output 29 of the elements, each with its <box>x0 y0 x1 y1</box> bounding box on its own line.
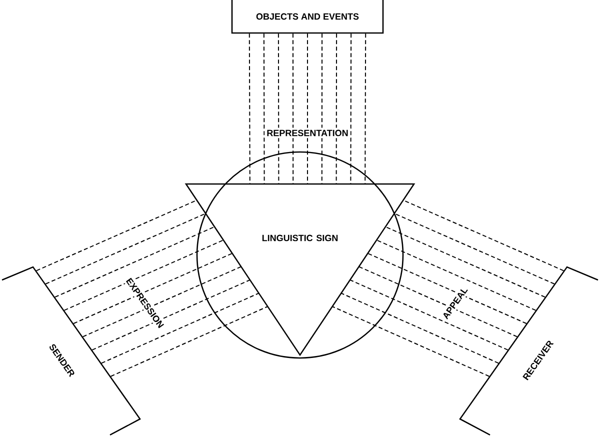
dashed-line <box>336 33 338 184</box>
dashed-line <box>92 279 250 350</box>
dashed-line <box>376 240 536 311</box>
dashed-line <box>350 279 508 350</box>
dashed-line <box>100 292 260 364</box>
dashed-line <box>358 266 518 338</box>
dashed-line <box>402 200 564 272</box>
dashed-line <box>36 200 198 272</box>
dashed-line <box>110 306 268 377</box>
dashed-line <box>82 266 242 338</box>
dashed-line <box>340 292 500 364</box>
dashed-line <box>278 33 280 184</box>
dashed-line <box>350 33 352 184</box>
dashed-line <box>45 213 206 284</box>
dashed-line <box>307 33 308 184</box>
dashed-line <box>321 33 323 184</box>
dashed-line <box>263 33 265 184</box>
dashed-line <box>384 226 546 298</box>
dashed-line <box>394 213 555 284</box>
dashed-line <box>248 33 250 184</box>
dashed-line <box>54 226 216 298</box>
dashed-line <box>64 240 224 311</box>
objects-events-bracket: OBJECTS AND EVENTS <box>231 0 384 34</box>
dashed-line <box>367 252 527 324</box>
dashed-line <box>292 33 294 184</box>
dashed-line <box>73 252 233 324</box>
dashed-line <box>364 33 366 184</box>
edge-label: REPRESENTATION <box>264 128 350 138</box>
dashed-line <box>332 306 490 377</box>
